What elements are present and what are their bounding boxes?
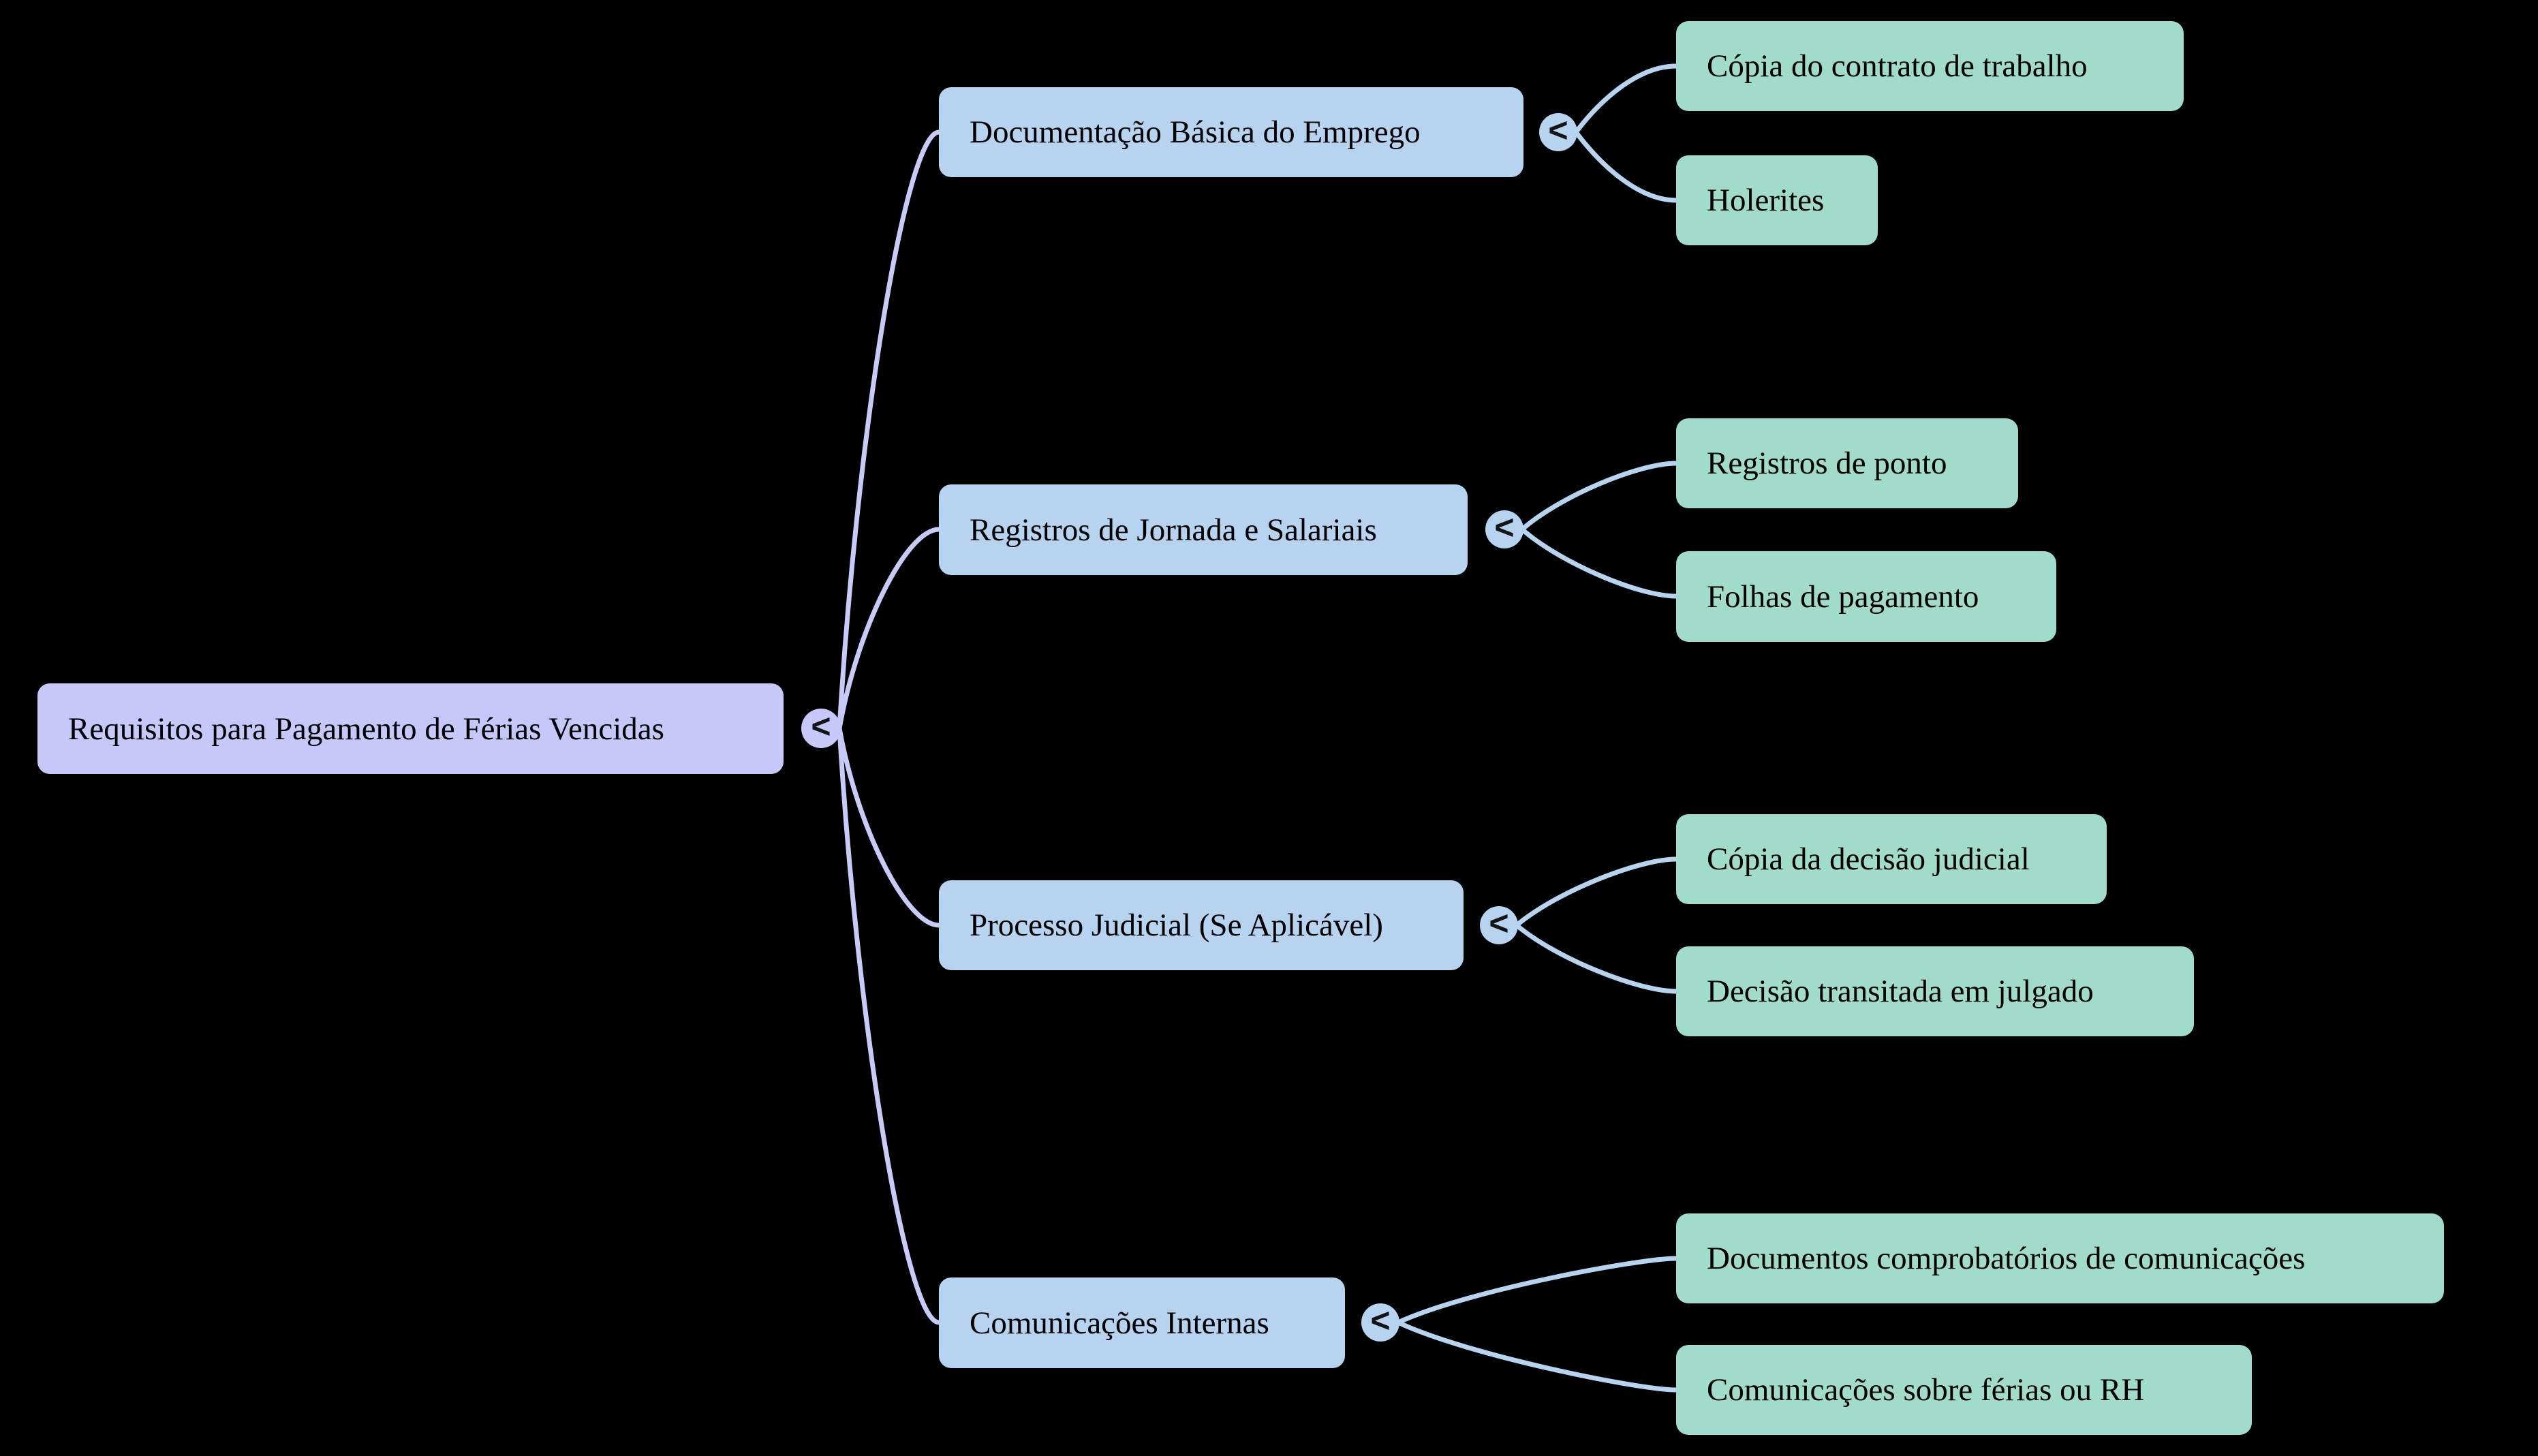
link-branch-0-leaf-0 <box>1574 63 1677 134</box>
branch-node-registros-jornada[interactable]: Registros de Jornada e Salariais <box>939 484 1468 575</box>
link-root-branch-0 <box>837 129 940 729</box>
branch-node-comunicacoes-internas[interactable]: Comunicações Internas <box>939 1277 1345 1368</box>
collapse-toggle-branch-1[interactable]: < <box>1485 510 1523 548</box>
link-root-branch-1 <box>837 527 940 729</box>
leaf-node-copia-contrato[interactable]: Cópia do contrato de trabalho <box>1676 21 2184 111</box>
leaf-node-copia-decisao[interactable]: Cópia da decisão judicial <box>1676 814 2107 904</box>
link-branch-1-leaf-0 <box>1520 461 1677 531</box>
leaf-node-holerites[interactable]: Holerites <box>1676 155 1878 245</box>
chevron-left-icon: < <box>811 707 831 745</box>
link-branch-2-leaf-0 <box>1515 856 1677 927</box>
link-root-branch-3 <box>837 728 940 1325</box>
chevron-left-icon: < <box>1370 1301 1391 1339</box>
root-node[interactable]: Requisitos para Pagamento de Férias Venc… <box>37 683 784 774</box>
leaf-node-comunicacoes-ferias-rh[interactable]: Comunicações sobre férias ou RH <box>1676 1345 2252 1435</box>
leaf-node-decisao-transitada[interactable]: Decisão transitada em julgado <box>1676 946 2194 1036</box>
branch-node-processo-judicial[interactable]: Processo Judicial (Se Aplicável) <box>939 880 1464 970</box>
link-branch-3-leaf-1 <box>1397 1320 1677 1393</box>
collapse-toggle-branch-3[interactable]: < <box>1361 1303 1399 1342</box>
chevron-left-icon: < <box>1489 904 1509 942</box>
link-branch-3-leaf-0 <box>1397 1256 1677 1325</box>
link-branch-0-leaf-1 <box>1574 130 1677 203</box>
chevron-left-icon: < <box>1548 111 1568 149</box>
leaf-node-registros-ponto[interactable]: Registros de ponto <box>1676 418 2018 508</box>
link-branch-1-leaf-1 <box>1520 527 1677 599</box>
collapse-toggle-branch-2[interactable]: < <box>1480 906 1518 944</box>
link-branch-2-leaf-1 <box>1515 923 1677 994</box>
leaf-node-documentos-comprobatorios[interactable]: Documentos comprobatórios de comunicaçõe… <box>1676 1213 2444 1303</box>
collapse-toggle-root[interactable]: < <box>801 709 841 748</box>
chevron-left-icon: < <box>1494 508 1515 546</box>
leaf-node-folhas-pagamento[interactable]: Folhas de pagamento <box>1676 551 2056 642</box>
collapse-toggle-branch-0[interactable]: < <box>1539 113 1577 151</box>
branch-node-documentacao-basica[interactable]: Documentação Básica do Emprego <box>939 87 1523 177</box>
link-root-branch-2 <box>837 728 940 928</box>
